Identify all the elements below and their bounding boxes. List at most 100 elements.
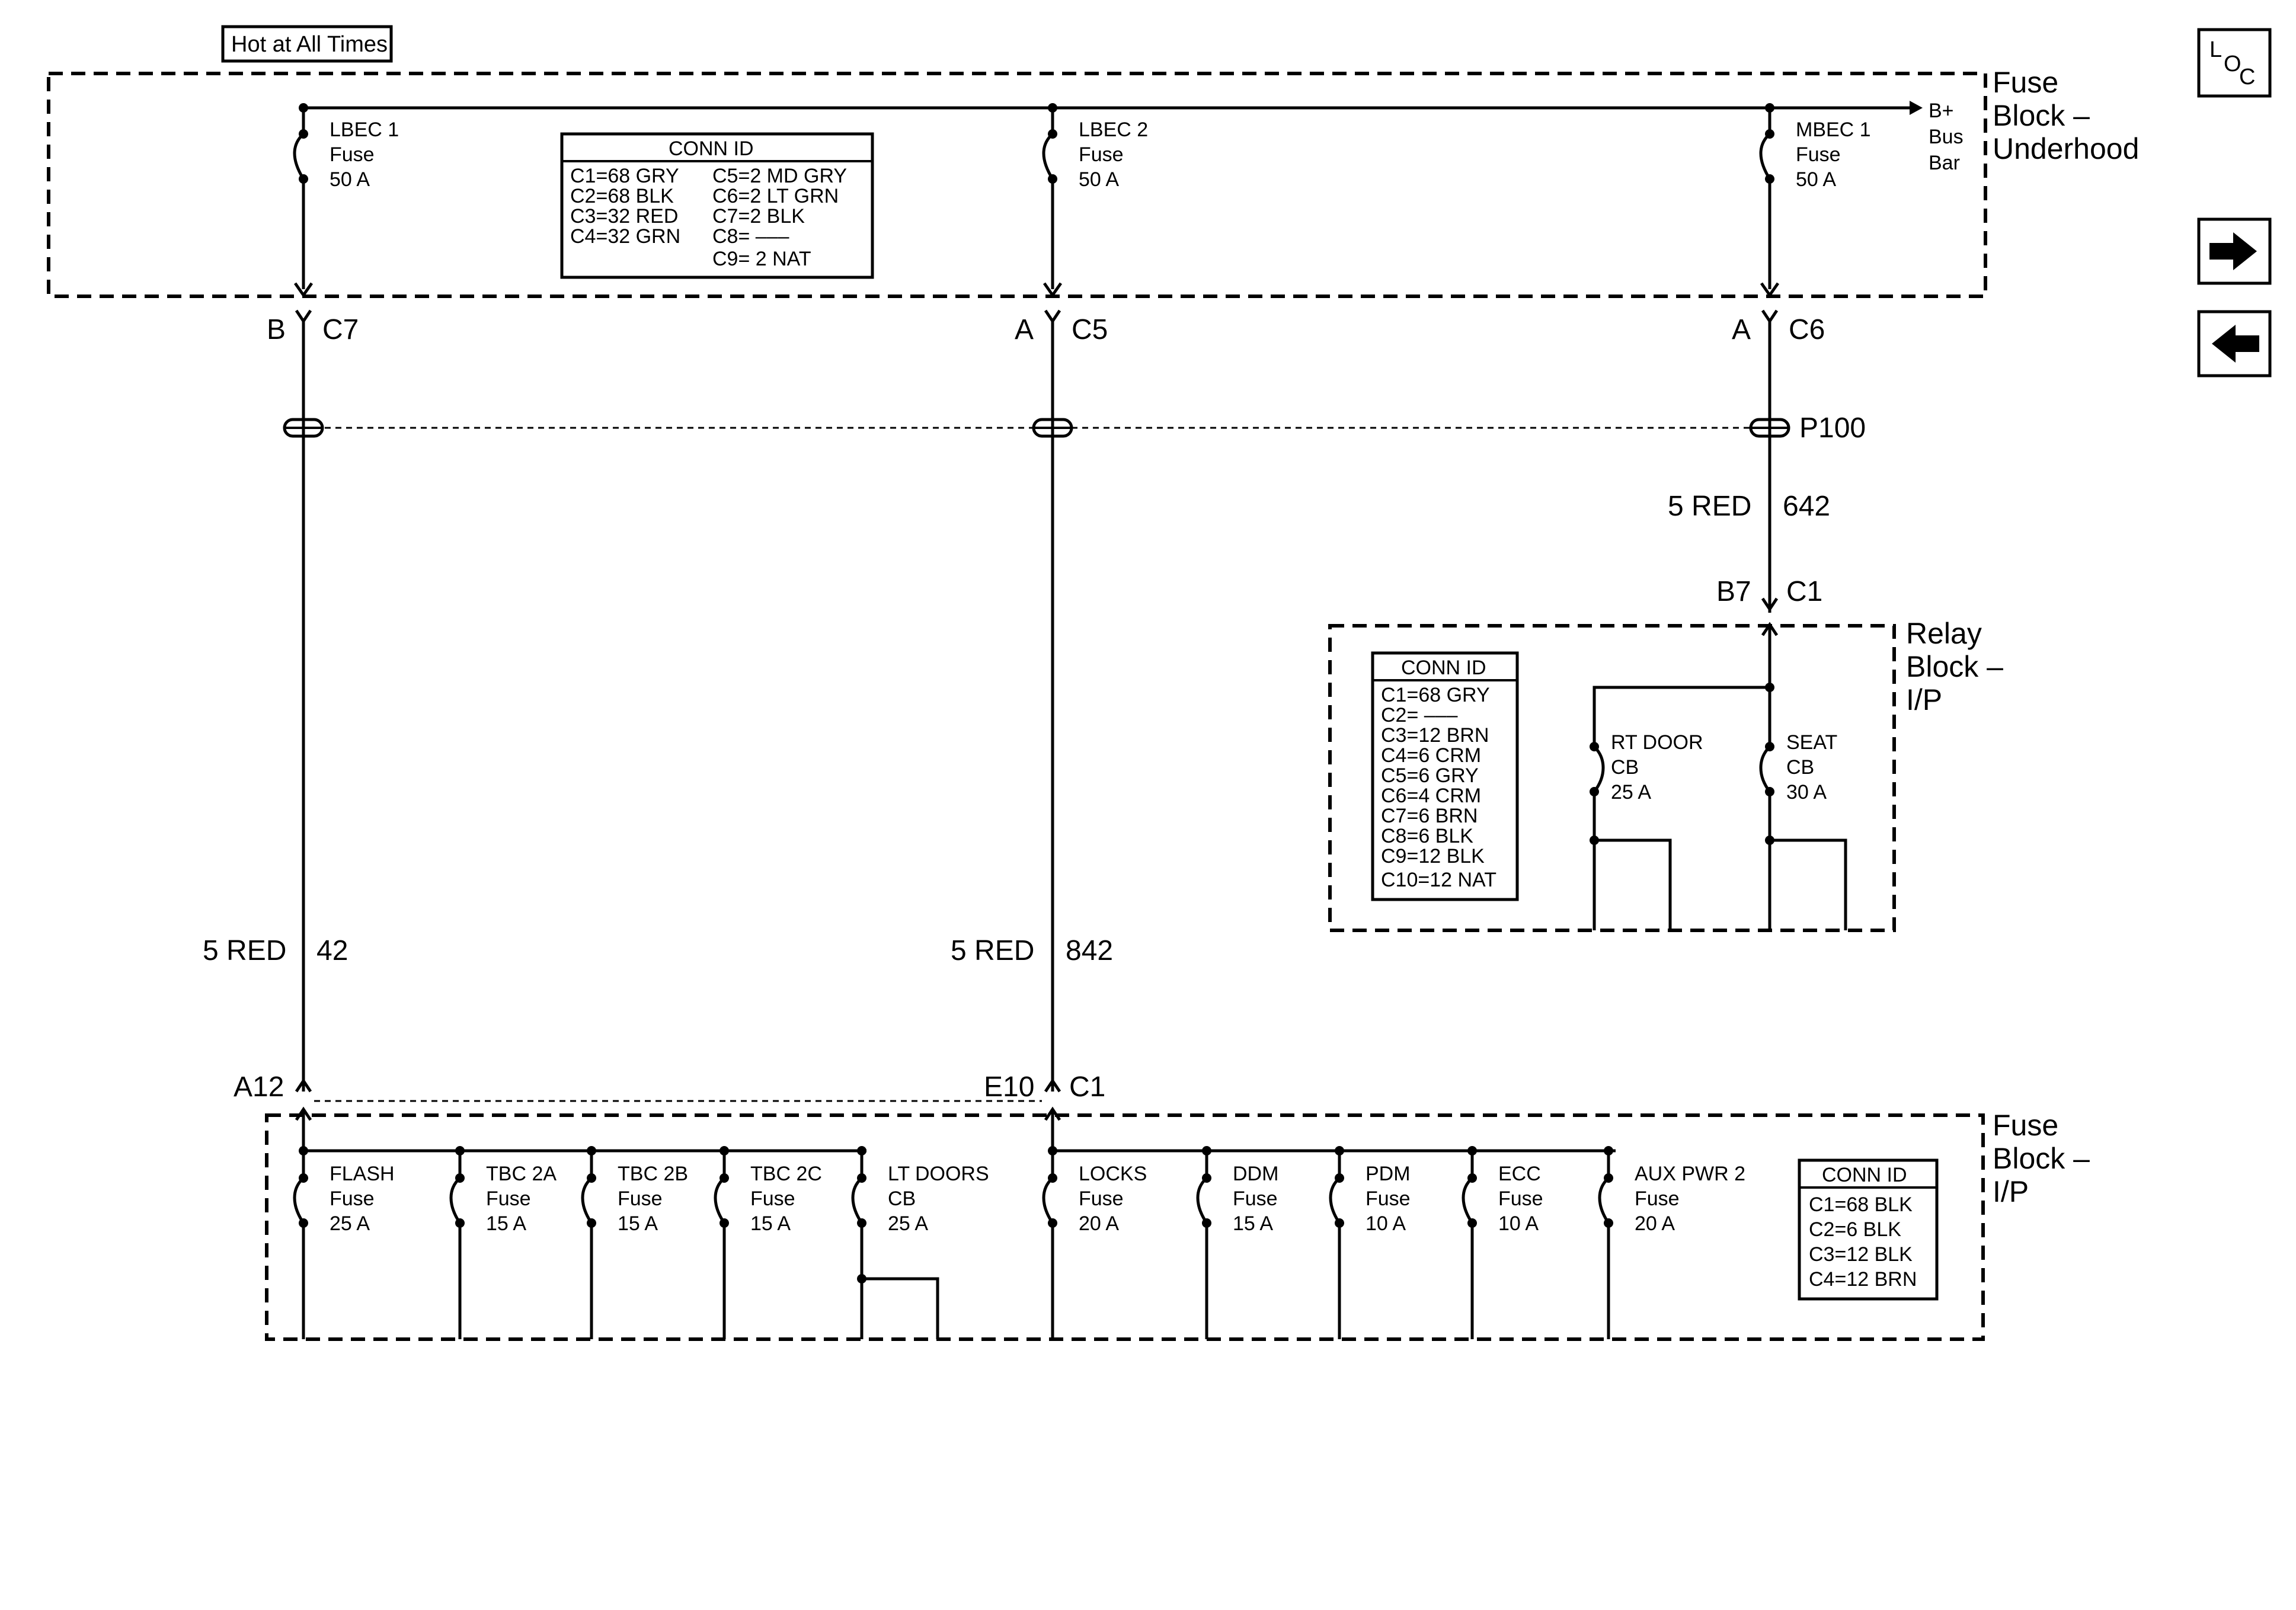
connector-c6-label: C6: [1789, 314, 1825, 345]
ip-conn-id-table: [1798, 1158, 1939, 1301]
lbec1-rating: 50 A: [330, 168, 370, 191]
lbec2-type: Fuse: [1079, 143, 1124, 166]
relay-conn-c1: C1=68 GRY: [1381, 684, 1490, 706]
underhood-label-2: Block –: [1993, 99, 2090, 132]
flash-type: Fuse: [330, 1188, 375, 1210]
lbec2-name: LBEC 2: [1079, 119, 1148, 141]
mbec1-rating: 50 A: [1796, 168, 1836, 191]
mbec1-type: Fuse: [1796, 143, 1841, 166]
tbc-2c-rating: 15 A: [750, 1212, 791, 1235]
seat-name: SEAT: [1786, 731, 1837, 754]
p100-passthrough-1: [283, 418, 324, 438]
lt-doors-rating: 25 A: [888, 1212, 928, 1235]
hot-at-all-times-label: Hot at All Times: [231, 32, 388, 57]
lbec1-name: LBEC 1: [330, 119, 399, 141]
previous-page-button[interactable]: [2197, 310, 2272, 377]
relay-conn-c6: C6=4 CRM: [1381, 785, 1481, 807]
relay-connector-pin: B7: [1716, 576, 1751, 607]
arrow-left-icon: [2212, 325, 2259, 363]
underhood-fuse-block-outline: [47, 72, 1987, 298]
tbc-2b-rating: 15 A: [618, 1212, 658, 1235]
p100-passthrough-2: [1032, 418, 1073, 438]
loc-button[interactable]: L O C: [2197, 28, 2272, 98]
locks-type: Fuse: [1079, 1188, 1124, 1210]
lbec1-fuse: [293, 103, 314, 298]
underhood-conn-c8: C8= –––: [712, 225, 789, 248]
relay-conn-c3: C3=12 BRN: [1381, 724, 1489, 747]
rt-door-type: CB: [1611, 756, 1639, 779]
pdm-fuse: [1329, 1146, 1344, 1339]
ip-label-1: Fuse: [1993, 1109, 2058, 1142]
underhood-conn-id-table: [560, 132, 874, 279]
lt-doors-cb: [851, 1146, 939, 1339]
relay-conn-c9: C9=12 BLK: [1381, 845, 1485, 868]
underhood-conn-c3: C3=32 RED: [570, 205, 678, 228]
wire-642-color: 5 RED: [1668, 491, 1751, 522]
arrow-right-icon: [2209, 232, 2257, 270]
wire-642-circuit: 642: [1783, 491, 1830, 522]
lbec2-fuse: [1042, 103, 1063, 298]
ip-label-2: Block –: [1993, 1142, 2090, 1175]
relay-conn-id-title: CONN ID: [1401, 657, 1486, 679]
relay-conn-c8: C8=6 BLK: [1381, 825, 1473, 847]
relay-rt-door-feed: [1593, 686, 1770, 747]
relay-conn-c2: C2= –––: [1381, 704, 1458, 726]
ip-conn-c3: C3=12 BLK: [1809, 1243, 1913, 1266]
bus-label-1: B+: [1929, 100, 1954, 122]
ip-label-3: I/P: [1993, 1175, 2029, 1208]
underhood-conn-c1: C1=68 GRY: [570, 165, 679, 187]
wire-842-color: 5 RED: [951, 935, 1034, 966]
tbc-2a-rating: 15 A: [486, 1212, 526, 1235]
relay-label-1: Relay: [1906, 617, 1982, 650]
tbc-2a-name: TBC 2A: [486, 1163, 557, 1185]
aux-pwr-2-type: Fuse: [1635, 1188, 1680, 1210]
relay-conn-c4: C4=6 CRM: [1381, 744, 1481, 767]
tbc-2b-fuse: [581, 1146, 596, 1339]
flash-rating: 25 A: [330, 1212, 370, 1235]
underhood-conn-c4: C4=32 GRN: [570, 225, 680, 248]
lbec1-type: Fuse: [330, 143, 375, 166]
relay-conn-c10: C10=12 NAT: [1381, 869, 1496, 891]
flash-name: FLASH: [330, 1163, 395, 1185]
p100-label: P100: [1799, 412, 1866, 444]
seat-rating: 30 A: [1786, 781, 1827, 804]
ip-connector-a12: A12: [234, 1071, 284, 1103]
locks-rating: 20 A: [1079, 1212, 1119, 1235]
ecc-fuse: [1462, 1146, 1477, 1339]
p100-passthrough-3: [1749, 418, 1790, 438]
wire-42-circuit: 42: [316, 935, 348, 966]
connector-c5-label: C5: [1072, 314, 1108, 345]
ecc-type: Fuse: [1498, 1188, 1543, 1210]
bus-label-2: Bus: [1929, 126, 1964, 148]
lt-doors-name: LT DOORS: [888, 1163, 989, 1185]
flash-fuse: [293, 1146, 308, 1339]
locks-name: LOCKS: [1079, 1163, 1147, 1185]
ip-conn-c4: C4=12 BRN: [1809, 1268, 1917, 1291]
tbc-2c-fuse: [714, 1146, 729, 1339]
relay-conn-id-table: [1371, 651, 1519, 901]
tbc-2b-type: Fuse: [618, 1188, 663, 1210]
relay-label-3: I/P: [1906, 683, 1942, 716]
underhood-conn-c9: C9= 2 NAT: [712, 248, 811, 270]
connector-a-pin-c6: A: [1732, 314, 1751, 345]
relay-connector-label: C1: [1786, 576, 1822, 607]
relay-block-outline: [1328, 624, 1896, 932]
loc-c: C: [2239, 65, 2255, 89]
ecc-rating: 10 A: [1498, 1212, 1539, 1235]
mbec1-fuse: [1759, 103, 1780, 298]
next-page-button[interactable]: [2197, 217, 2272, 285]
lbec2-rating: 50 A: [1079, 168, 1119, 191]
ip-conn-id-title: CONN ID: [1822, 1164, 1907, 1186]
underhood-conn-c5: C5=2 MD GRY: [712, 165, 847, 187]
rt-door-circuit-breaker: [1590, 742, 1672, 930]
connector-c7-symbol: [295, 309, 312, 324]
pdm-rating: 10 A: [1366, 1212, 1406, 1235]
rt-door-rating: 25 A: [1611, 781, 1651, 804]
tbc-2c-type: Fuse: [750, 1188, 795, 1210]
tbc-2a-type: Fuse: [486, 1188, 531, 1210]
loc-l: L: [2209, 37, 2222, 62]
connector-a-pin-c5: A: [1015, 314, 1034, 345]
relay-conn-c5: C5=6 GRY: [1381, 764, 1479, 787]
